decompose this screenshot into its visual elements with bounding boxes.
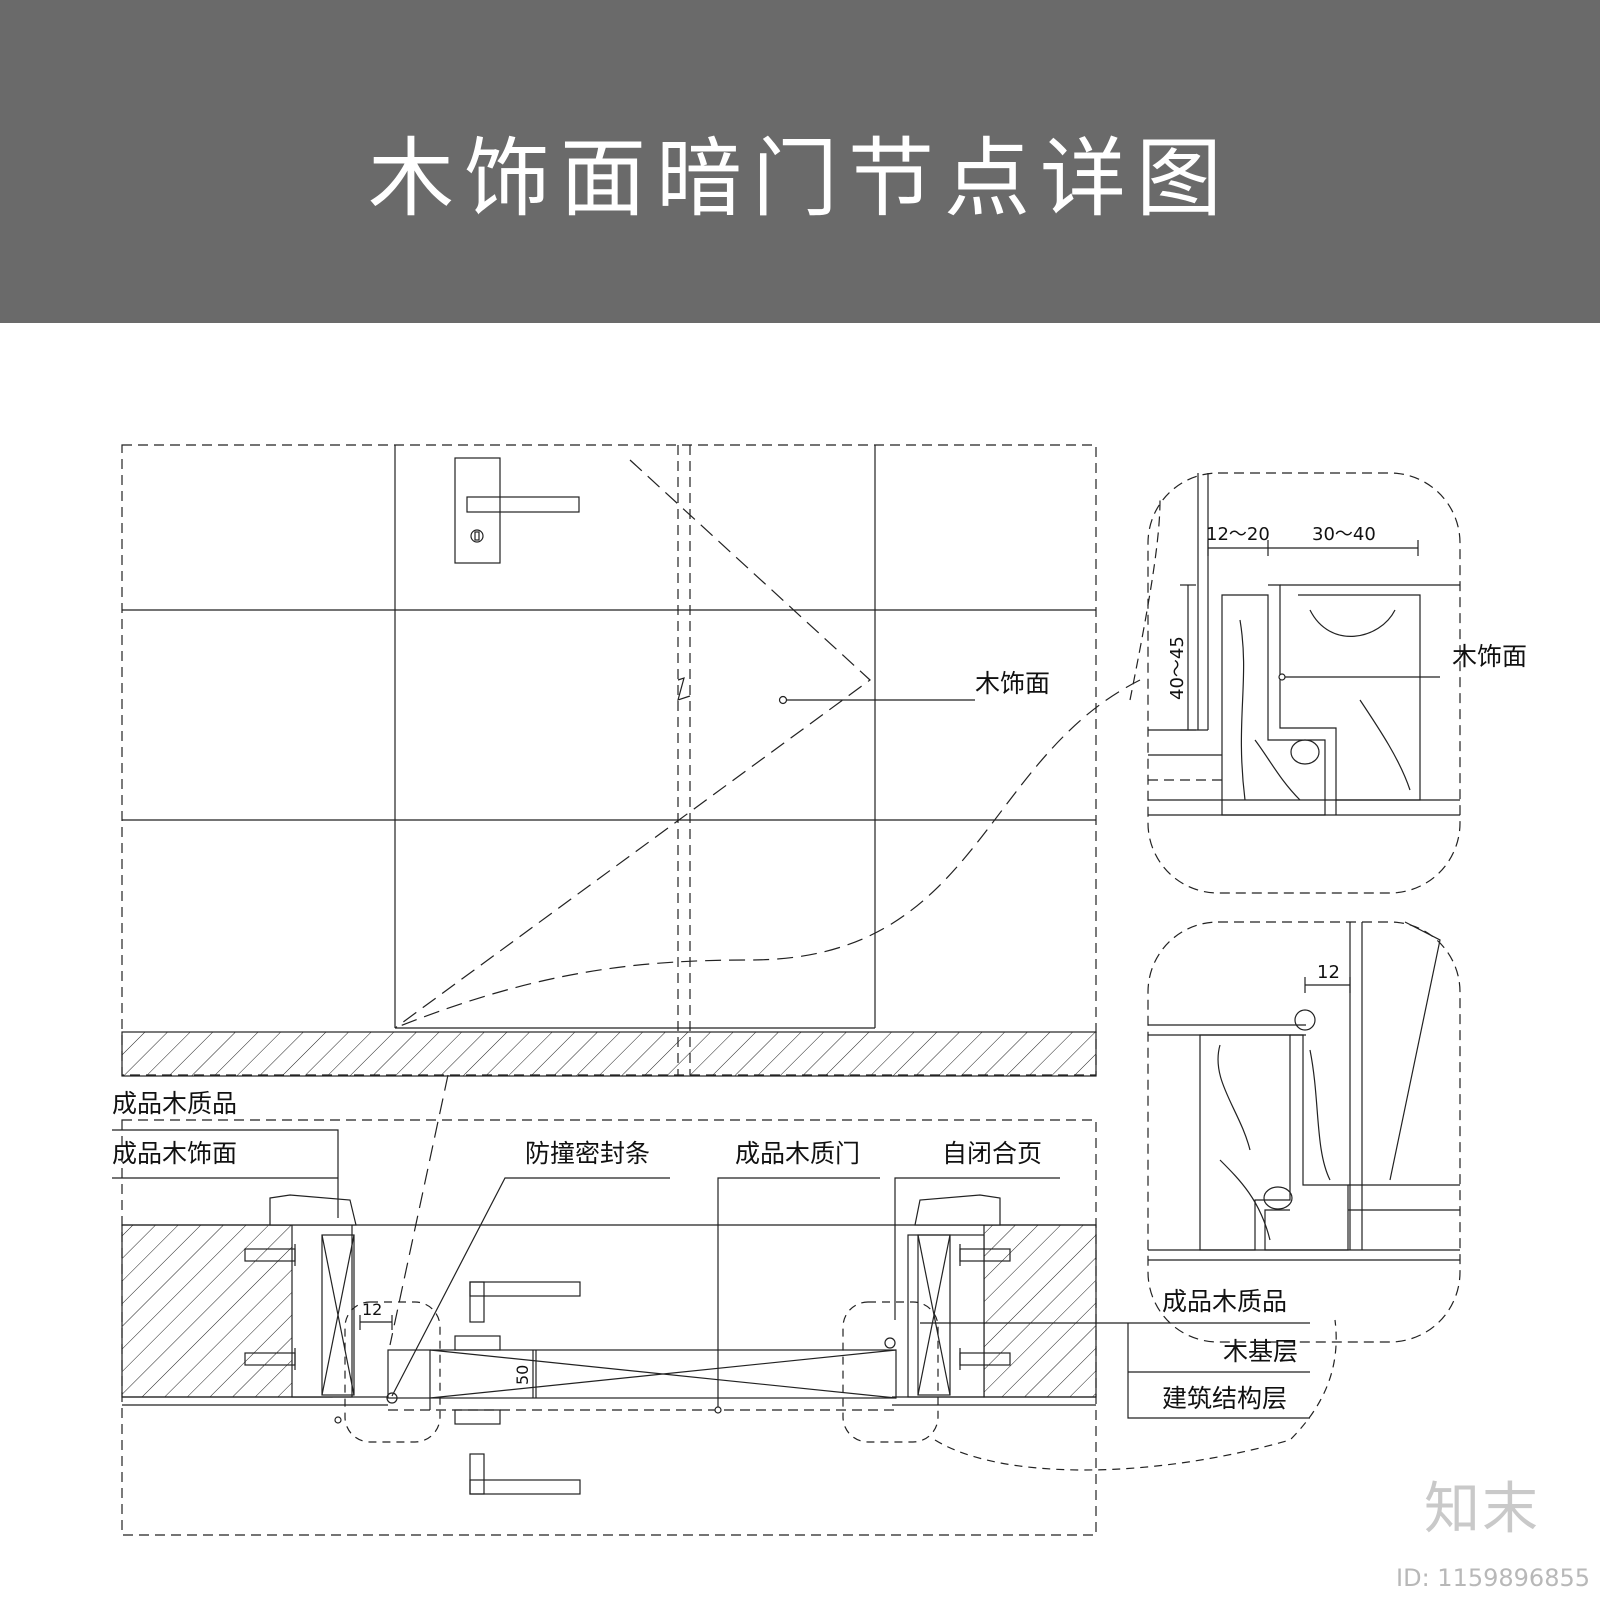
seal-strip-left xyxy=(386,1392,398,1404)
page-title: 木饰面暗门节点详图 xyxy=(368,129,1232,229)
left-wood-base xyxy=(321,1234,355,1396)
door-leaf xyxy=(387,1349,897,1399)
label-wood-face-detail: 木饰面 xyxy=(1452,642,1527,671)
dim-reveal-range: 30～40 xyxy=(1312,524,1376,545)
detail-bottom xyxy=(1147,921,1461,1343)
dim-depth-range: 40～45 xyxy=(1167,636,1188,700)
detail-top xyxy=(1129,472,1461,894)
dim-hinge-gap: 12 xyxy=(1317,962,1340,983)
door-handle-plate xyxy=(454,457,501,564)
leader-line xyxy=(717,1177,880,1410)
label-wood-face: 木饰面 xyxy=(975,669,1050,698)
label-finished-wood-product-right: 成品木质品 xyxy=(1162,1287,1287,1316)
plan-view xyxy=(112,1074,1337,1536)
elevation-view xyxy=(121,444,1141,1077)
door-section xyxy=(1199,1034,1291,1251)
label-structure-layer: 建筑结构层 xyxy=(1162,1384,1287,1413)
detail-boundary xyxy=(1147,472,1461,894)
seal-strip-right xyxy=(884,1337,896,1349)
label-finished-wood-veneer: 成品木饰面 xyxy=(112,1139,237,1168)
dim-door-thickness: 50 xyxy=(513,1365,532,1385)
left-trim xyxy=(269,1194,357,1226)
right-wall-structure xyxy=(983,1224,1097,1398)
frame-section xyxy=(1221,594,1326,816)
label-finished-wood-door: 成品木质门 xyxy=(735,1139,860,1168)
lock-cylinder-icon xyxy=(470,529,484,543)
plan-frame xyxy=(121,1119,1097,1536)
door-handle-lever xyxy=(466,496,580,513)
break-symbol xyxy=(677,677,691,701)
dim-gap-range: 12～20 xyxy=(1206,524,1270,545)
right-trim xyxy=(914,1194,1001,1226)
detail-callout-right xyxy=(842,1301,939,1443)
elevation-frame xyxy=(121,444,1097,1076)
plan-handle-top xyxy=(469,1281,581,1297)
hinge-knuckle xyxy=(1294,1009,1316,1031)
detail-boundary xyxy=(1147,921,1461,1343)
label-self-closing-hinge: 自闭合页 xyxy=(942,1139,1042,1168)
leader-line xyxy=(894,1177,1060,1320)
leader-line xyxy=(112,1129,339,1218)
right-wood-base xyxy=(917,1234,951,1396)
title-banner: 木饰面暗门节点详图 xyxy=(0,0,1600,323)
seal-strip xyxy=(1263,1186,1293,1210)
frame-section xyxy=(1264,1034,1349,1251)
detail-drawing: 木饰面 xyxy=(112,444,1527,1536)
watermark-id: ID: 1159896855 xyxy=(1396,1564,1590,1592)
watermark-logo: 知末 xyxy=(1424,1477,1540,1542)
plan-handle-bottom xyxy=(469,1479,581,1495)
leader-line xyxy=(391,1177,670,1397)
floor-slab xyxy=(121,1031,1097,1077)
label-wood-base-layer: 木基层 xyxy=(1223,1337,1298,1366)
seal-strip xyxy=(1290,739,1320,765)
door-swing-line xyxy=(394,459,871,1029)
detail-callout-left xyxy=(344,1301,441,1443)
door-section xyxy=(1298,594,1421,801)
dim-gap: 12 xyxy=(362,1300,382,1319)
label-anti-collision-seal: 防撞密封条 xyxy=(525,1139,650,1168)
label-finished-wood-product: 成品木质品 xyxy=(112,1089,237,1118)
